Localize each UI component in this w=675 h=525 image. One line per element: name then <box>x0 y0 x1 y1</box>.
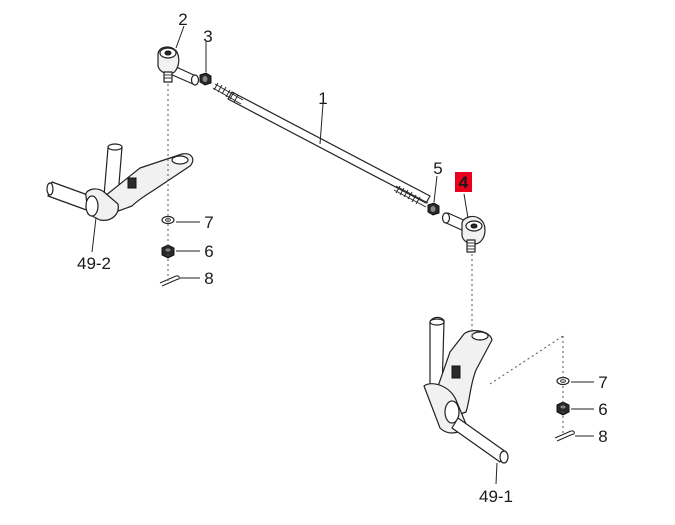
callout-4: 4 <box>459 173 469 192</box>
castle-nut-left[interactable] <box>161 244 175 259</box>
callout-8-left: 8 <box>204 269 213 288</box>
nut-left[interactable] <box>199 72 212 86</box>
nut-right[interactable] <box>427 202 440 216</box>
highlight-box <box>455 172 472 192</box>
callout-8-right: 8 <box>598 427 607 446</box>
tie-rod-thread-left <box>212 82 244 105</box>
washer-right[interactable] <box>556 376 570 386</box>
tie-rod[interactable] <box>212 82 431 208</box>
callout-5: 5 <box>433 159 442 178</box>
callout-49-2: 49-2 <box>77 254 111 273</box>
cotter-pin-right[interactable] <box>554 430 575 442</box>
callout-49-1: 49-1 <box>479 487 513 506</box>
callout-3: 3 <box>203 27 212 46</box>
leader-lines <box>91 25 594 485</box>
callout-4-highlight[interactable]: 4 <box>455 172 472 192</box>
ball-joint-right[interactable] <box>441 212 486 253</box>
callout-2: 2 <box>178 10 187 29</box>
callout-7-left: 7 <box>204 213 213 232</box>
ball-joint-left[interactable] <box>157 46 200 86</box>
steering-knuckle-left[interactable] <box>46 143 194 221</box>
callout-1: 1 <box>318 89 327 108</box>
assembly-lines <box>167 84 564 436</box>
callout-6-left: 6 <box>204 242 213 261</box>
callout-7-right: 7 <box>598 373 607 392</box>
tie-rod-thread-right <box>393 185 429 208</box>
cotter-pin-left[interactable] <box>159 275 180 287</box>
callout-6-right: 6 <box>598 400 607 419</box>
steering-knuckle-right[interactable] <box>423 316 509 464</box>
castle-nut-right[interactable] <box>556 401 570 416</box>
